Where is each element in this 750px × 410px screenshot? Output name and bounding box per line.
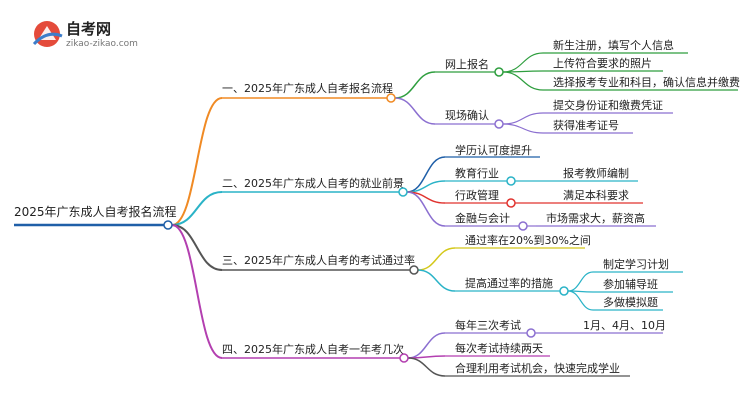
- connector-line: [407, 357, 446, 377]
- connector-line: [394, 71, 436, 99]
- node-connector-dot: [506, 176, 516, 186]
- leaf-node[interactable]: 1月、4月、10月: [583, 319, 666, 332]
- connector-line: [407, 332, 446, 359]
- leaf-node[interactable]: 满足本科要求: [563, 188, 629, 202]
- topic-node[interactable]: 网上报名: [445, 57, 489, 71]
- connector-line: [502, 112, 544, 125]
- mindmap-links: [14, 52, 738, 377]
- site-logo[interactable]: 自考网 zikao-zikao.com: [32, 20, 138, 49]
- node-connector-dot: [386, 93, 396, 103]
- logo-title: 自考网: [66, 20, 111, 38]
- topic-node[interactable]: 现场确认: [445, 108, 489, 122]
- topic-node[interactable]: 每年三次考试: [455, 318, 521, 332]
- root-node[interactable]: 2025年广东成人自考报名流程: [14, 204, 177, 219]
- node-connector-dot: [518, 221, 528, 231]
- node-connector-dot: [399, 353, 409, 363]
- topic-node[interactable]: 学历认可度提升: [455, 143, 532, 157]
- connector-line: [502, 71, 544, 91]
- leaf-node[interactable]: 上传符合要求的照片: [553, 56, 652, 70]
- node-connector-dot: [163, 220, 173, 230]
- leaf-node[interactable]: 制定学习计划: [603, 257, 669, 271]
- node-connector-dot: [494, 67, 504, 77]
- branch-node-4[interactable]: 四、2025年广东成人自考一年考几次: [222, 342, 404, 356]
- node-connector-dot: [506, 198, 516, 208]
- leaf-node[interactable]: 报考教师编制: [563, 166, 629, 180]
- mindmap-nodes: 2025年广东成人自考报名流程 一、2025年广东成人自考报名流程 网上报名 新生注册…: [14, 38, 740, 375]
- connector-line: [417, 269, 456, 292]
- connector-line: [171, 224, 223, 359]
- connector-line: [171, 97, 223, 226]
- topic-node[interactable]: 合理利用考试机会，快速完成学业: [455, 361, 620, 375]
- leaf-node[interactable]: 提交身份证和缴费凭证: [553, 98, 663, 112]
- connector-line: [567, 290, 594, 311]
- topic-node[interactable]: 通过率在20%到30%之间: [465, 233, 591, 247]
- topic-node[interactable]: 行政管理: [455, 188, 499, 202]
- connector-line: [406, 191, 446, 227]
- leaf-node[interactable]: 选择报考专业和科目，确认信息并缴费: [553, 75, 740, 89]
- connector-line: [567, 271, 594, 292]
- connector-line: [171, 191, 223, 226]
- logo-subtitle: zikao-zikao.com: [66, 39, 138, 49]
- topic-node[interactable]: 教育行业: [455, 166, 499, 180]
- node-connector-dot: [559, 286, 569, 296]
- leaf-node[interactable]: 市场需求大，薪资高: [546, 211, 645, 225]
- node-connector-dot: [526, 328, 536, 338]
- leaf-node[interactable]: 参加辅导班: [603, 277, 658, 291]
- connector-line: [171, 224, 223, 271]
- connector-line: [502, 123, 544, 134]
- leaf-node[interactable]: 多做模拟题: [603, 295, 658, 309]
- topic-node[interactable]: 金融与会计: [455, 211, 510, 225]
- leaf-node[interactable]: 获得准考证号: [553, 119, 619, 132]
- branch-node-2[interactable]: 二、2025年广东成人自考的就业前景: [222, 176, 404, 190]
- leaf-node[interactable]: 新生注册，填写个人信息: [553, 38, 674, 52]
- branch-node-1[interactable]: 一、2025年广东成人自考报名流程: [222, 81, 393, 95]
- node-connector-dot: [398, 187, 408, 197]
- branch-node-3[interactable]: 三、2025年广东成人自考的考试通过率: [222, 253, 415, 267]
- topic-node[interactable]: 提高通过率的措施: [465, 276, 553, 290]
- node-connector-dot: [494, 119, 504, 129]
- connector-line: [394, 97, 436, 125]
- connector-line: [502, 52, 544, 73]
- topic-node[interactable]: 每次考试持续两天: [455, 341, 543, 355]
- node-connector-dot: [409, 265, 419, 275]
- connector-line: [417, 247, 456, 271]
